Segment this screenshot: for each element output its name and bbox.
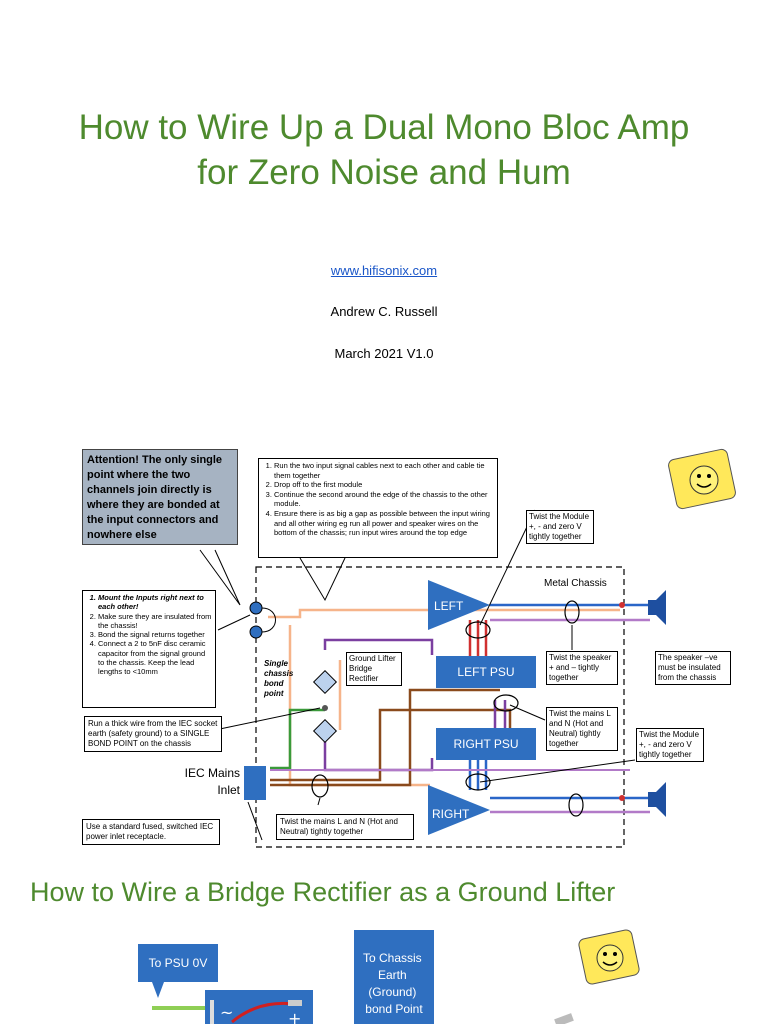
- page-title: How to Wire Up a Dual Mono Bloc Amp for …: [0, 105, 768, 195]
- thick-wire-note: Run a thick wire from the IEC socket ear…: [84, 716, 222, 752]
- metal-chassis-label: Metal Chassis: [544, 578, 607, 589]
- mains-wire-left: [270, 688, 500, 787]
- module-bottom-pointer: [479, 759, 636, 783]
- input-note-2: Make sure they are insulated from the ch…: [98, 612, 212, 631]
- left-psu-box: [436, 656, 536, 688]
- input-bond: [261, 607, 276, 633]
- twist-module-bottom-note: Twist the Module +, - and zero V tightly…: [636, 728, 704, 762]
- terminal-plus: [288, 1000, 302, 1006]
- iec-label-2: Inlet: [217, 783, 240, 797]
- mains-wire-right: [270, 708, 512, 782]
- routing-notes-list: Run the two input signal cables next to …: [262, 461, 494, 538]
- ground-lifter-wire: [323, 638, 434, 655]
- right-amp-triangle: [428, 785, 490, 835]
- bridge-pin: [210, 1000, 214, 1024]
- wiring-diagram: LEFT RIGHT LEFT PSU RIGHT PSU IEC Mains …: [185, 448, 736, 848]
- twist-speaker-note: Twist the speaker + and – tightly togeth…: [546, 651, 618, 685]
- twist-right-psu: [493, 694, 519, 712]
- ground-lifter-label: Ground Lifter Bridge Rectifier: [346, 652, 402, 686]
- red-wire: [231, 1001, 295, 1024]
- left-amp-label: LEFT: [434, 599, 464, 613]
- attention-callout: Attention! The only single point where t…: [82, 449, 238, 545]
- twist-left-speaker: [564, 600, 580, 624]
- speaker-left-dot: [619, 602, 625, 608]
- input-note-4: Connect a 2 to 5nF disc ceramic capacito…: [98, 639, 212, 676]
- mains-twist-pointer: [509, 704, 546, 721]
- twist-mains-bottom-note: Twist the mains L and N (Hot and Neutral…: [276, 814, 414, 840]
- website-link[interactable]: www.hifisonix.com: [330, 263, 438, 278]
- thick-wire-pointer: [214, 707, 321, 731]
- to-psu-label: To PSU 0V: [149, 956, 208, 970]
- routing-notes-box: Run the two input signal cables next to …: [258, 458, 498, 558]
- routing-note-2: Drop off to the first module: [274, 480, 494, 490]
- right-psu-label: RIGHT PSU: [453, 737, 518, 751]
- input-note-pointer: [217, 614, 251, 631]
- speaker-left-icon: [648, 590, 666, 625]
- input-notes-box: Mount the Inputs right next to each othe…: [82, 590, 216, 708]
- input-notes-list: Mount the Inputs right next to each othe…: [86, 593, 212, 677]
- bond-point-label: Single chassis bond point: [264, 659, 294, 698]
- iec-label-1: IEC Mains: [185, 766, 240, 780]
- right-amp-label: RIGHT: [432, 807, 470, 821]
- iec-fused-note: Use a standard fused, switched IEC power…: [82, 819, 220, 845]
- input-note-3: Bond the signal returns together: [98, 630, 212, 639]
- speaker-right-dot: [619, 795, 625, 801]
- chassis-outline: [255, 566, 625, 848]
- to-chassis-label: To Chassis Earth (Ground) bond Point: [363, 951, 425, 1016]
- routing-pointer: [299, 557, 346, 602]
- module-twist-pointer: [479, 509, 536, 626]
- routing-note-1: Run the two input signal cables next to …: [274, 461, 494, 480]
- left-psu-label: LEFT PSU: [457, 665, 514, 679]
- iec-inlet-box: [244, 766, 266, 800]
- section-subtitle: How to Wire a Bridge Rectifier as a Grou…: [30, 877, 616, 907]
- twist-mains-iec: [311, 774, 329, 798]
- routing-note-4: Ensure there is as big a gap as possible…: [274, 509, 494, 538]
- iec-twist-pointer: [317, 797, 321, 806]
- twist-module-top-note: Twist the Module +, - and zero V tightly…: [526, 510, 594, 544]
- input-connector-left: [249, 601, 263, 615]
- iec-fuse-pointer: [247, 801, 263, 841]
- speaker-neg-note: The speaker –ve must be insulated from t…: [655, 651, 731, 685]
- thumbs-up-icon-2: [578, 929, 640, 985]
- title-line-1: How to Wire Up a Dual Mono Bloc Amp: [78, 108, 690, 147]
- ac-symbol: ~: [220, 1003, 233, 1022]
- version-date: March 2021 V1.0: [334, 346, 434, 361]
- ground-lifter-wire-2: [323, 740, 434, 772]
- to-psu-box: [138, 944, 218, 982]
- speaker-right-icon: [648, 782, 666, 817]
- left-amp-triangle: [428, 580, 490, 630]
- bridge-rectifier-top-icon: [312, 669, 338, 695]
- title-line-2: for Zero Noise and Hum: [197, 153, 571, 192]
- twist-right-speaker: [568, 793, 584, 817]
- to-psu-pointer: [152, 982, 164, 998]
- earth-wire: [270, 708, 325, 770]
- routing-note-3: Continue the second around the edge of t…: [274, 490, 494, 509]
- input-connector-right: [249, 625, 263, 639]
- bond-point-dot: [322, 705, 328, 711]
- twist-left-module: [465, 621, 491, 639]
- twist-right-module: [465, 773, 491, 791]
- twist-mains-right-note: Twist the mains L and N (Hot and Neutral…: [546, 707, 618, 751]
- right-psu-box: [436, 728, 536, 760]
- thumbs-up-icon: [668, 448, 736, 510]
- bridge-rectifier-bottom-icon: [312, 718, 338, 744]
- author: Andrew C. Russell: [330, 304, 438, 319]
- component-icon: [554, 1013, 574, 1024]
- attention-pointer: [199, 549, 241, 606]
- plus-symbol: +: [288, 1009, 301, 1024]
- ground-lifter-diagram: To PSU 0V To Chassis Earth (Ground) bond…: [138, 929, 640, 1024]
- input-note-1: Mount the Inputs right next to each othe…: [98, 593, 212, 612]
- to-chassis-box: [354, 930, 434, 1024]
